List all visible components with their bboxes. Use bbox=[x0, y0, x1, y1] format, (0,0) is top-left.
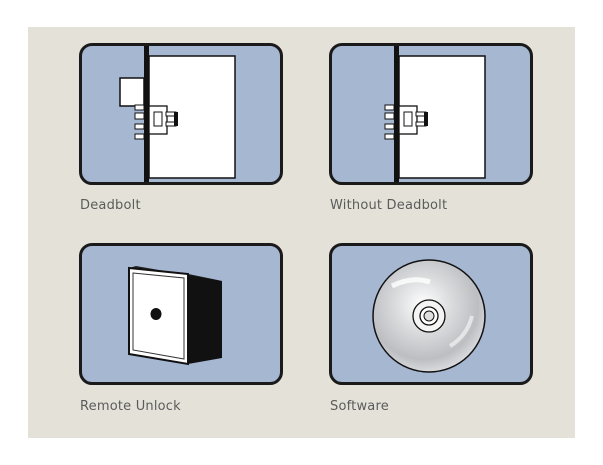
without-deadbolt-option-tile[interactable] bbox=[329, 43, 533, 185]
door-without-deadbolt-icon bbox=[384, 46, 486, 182]
without-deadbolt-option-label: Without Deadbolt bbox=[330, 198, 448, 213]
deadbolt-option-tile[interactable] bbox=[79, 43, 283, 185]
remote-unlock-box-icon bbox=[128, 266, 222, 366]
software-cd-icon bbox=[372, 259, 486, 373]
door-with-deadbolt-icon bbox=[119, 46, 236, 182]
remote-unlock-option-label: Remote Unlock bbox=[80, 399, 181, 414]
deadbolt-option-label: Deadbolt bbox=[80, 198, 141, 213]
option-grid-panel: Deadbolt Without Deadbolt bbox=[28, 27, 575, 438]
remote-unlock-option-tile[interactable] bbox=[79, 243, 283, 385]
software-option-label: Software bbox=[330, 399, 389, 414]
software-option-tile[interactable] bbox=[329, 243, 533, 385]
